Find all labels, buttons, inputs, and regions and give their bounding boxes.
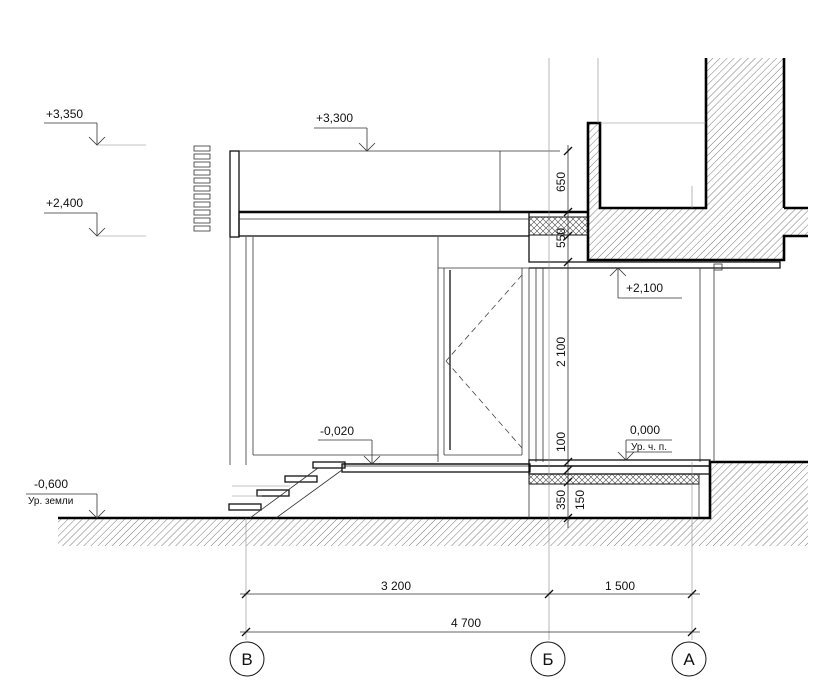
level-m020-label: -0,020 xyxy=(320,424,354,438)
glazing-and-door xyxy=(229,237,715,465)
main-wall xyxy=(586,58,808,262)
level-3300-label: +3,300 xyxy=(316,111,353,125)
level-2400-label: +2,400 xyxy=(46,196,83,210)
level-mark-3350 xyxy=(44,122,146,146)
level-m600-label: -0,600 xyxy=(34,477,68,491)
dim-1500: 1 500 xyxy=(605,579,635,593)
level-mark-m600 xyxy=(26,493,106,519)
axis-bubble-v xyxy=(229,641,265,677)
axis-bubble-a xyxy=(671,641,707,677)
dim-650: 650 xyxy=(554,172,568,192)
horizontal-dimensions xyxy=(240,589,700,637)
dim-2100: 2 100 xyxy=(554,337,568,367)
entrance-stairs xyxy=(228,461,346,519)
floor-slab xyxy=(341,459,711,518)
axis-lines xyxy=(245,58,693,640)
axis-v-label: В xyxy=(241,650,252,669)
level-mark-2400 xyxy=(44,212,146,237)
level-mark-m020 xyxy=(318,439,381,465)
axis-b-label: Б xyxy=(542,650,553,669)
ground xyxy=(58,460,808,546)
dim-550: 550 xyxy=(554,228,568,248)
level-0000-label: 0,000 xyxy=(630,423,660,437)
level-m600-note: Ур. земли xyxy=(28,496,73,507)
level-mark-3300 xyxy=(314,127,376,152)
dim-100: 100 xyxy=(554,432,568,452)
dim-4700: 4 700 xyxy=(451,616,481,630)
vent-grille-icon xyxy=(193,145,211,232)
axis-a-label: А xyxy=(683,650,695,669)
dim-3200: 3 200 xyxy=(381,579,411,593)
level-0000-note: Ур. ч. п. xyxy=(631,442,667,453)
level-mark-0000 xyxy=(617,439,672,461)
level-2100-label: +2,100 xyxy=(626,281,663,295)
axis-bubble-b xyxy=(530,641,566,677)
canopy-roof xyxy=(229,150,781,271)
level-mark-2100 xyxy=(609,267,682,299)
level-3350-label: +3,350 xyxy=(46,107,83,121)
vertical-dimension-line xyxy=(563,145,573,528)
dim-150: 150 xyxy=(573,490,587,510)
dim-350: 350 xyxy=(554,490,568,510)
